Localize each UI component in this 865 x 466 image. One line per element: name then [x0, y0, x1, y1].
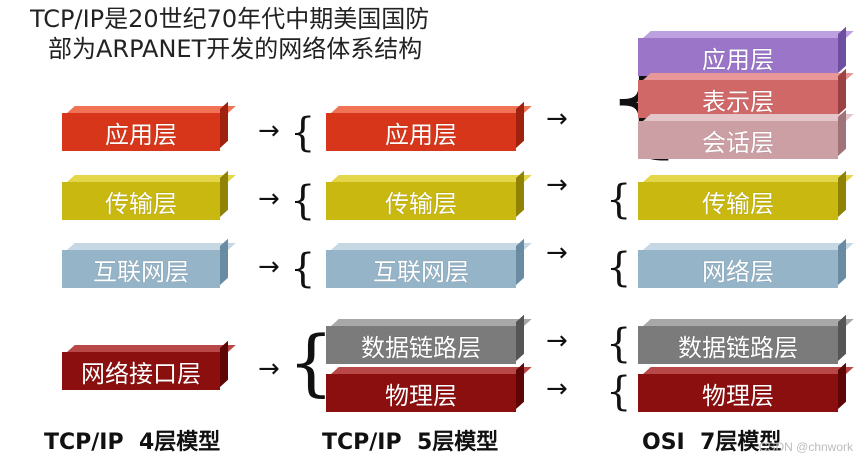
tcpip5-internet-layer: 互联网层: [326, 250, 516, 288]
tcpip4-network-interface-layer: 网络接口层: [62, 352, 220, 390]
brace-icon: {: [290, 246, 316, 292]
diagram-title: TCP/IP是20世纪70年代中期美国国防 部为ARPANET开发的网络体系结构: [30, 4, 429, 64]
brace-icon: {: [606, 245, 632, 291]
brace-icon: {: [606, 369, 632, 415]
osi-network-layer: 网络层: [638, 250, 838, 288]
tcpip4-transport-layer: 传输层: [62, 182, 220, 220]
brace-icon: {: [606, 177, 632, 223]
osi-presentation-layer: 表示层: [638, 80, 838, 118]
tcpip4-application-layer: 应用层: [62, 113, 220, 151]
osi-model-label: OSI 7层模型: [642, 430, 782, 455]
osi-session-layer: 会话层: [638, 121, 838, 159]
arrow-right-icon: →: [258, 354, 280, 384]
arrow-right-icon: →: [258, 252, 280, 282]
tcpip5-application-layer: 应用层: [326, 113, 516, 151]
osi-transport-layer: 传输层: [638, 182, 838, 220]
arrow-right-icon: →: [546, 104, 568, 134]
watermark: CSDN @chnwork: [758, 440, 853, 454]
arrow-right-icon: →: [258, 116, 280, 146]
arrow-right-icon: →: [258, 184, 280, 214]
brace-icon: {: [290, 110, 316, 156]
arrow-right-icon: →: [546, 326, 568, 356]
title-line-2: 部为ARPANET开发的网络体系结构: [48, 35, 423, 63]
brace-icon: {: [606, 321, 632, 367]
arrow-right-icon: →: [546, 170, 568, 200]
tcpip5-datalink-layer: 数据链路层: [326, 326, 516, 364]
arrow-right-icon: →: [546, 238, 568, 268]
tcpip4-model-label: TCP/IP 4层模型: [44, 430, 221, 455]
osi-application-layer: 应用层: [638, 38, 838, 76]
tcpip5-transport-layer: 传输层: [326, 182, 516, 220]
tcpip5-model-label: TCP/IP 5层模型: [322, 430, 499, 455]
tcpip4-internet-layer: 互联网层: [62, 250, 220, 288]
osi-physical-layer: 物理层: [638, 374, 838, 412]
arrow-right-icon: →: [546, 374, 568, 404]
title-line-1: TCP/IP是20世纪70年代中期美国国防: [30, 5, 430, 33]
osi-datalink-layer: 数据链路层: [638, 326, 838, 364]
tcpip5-physical-layer: 物理层: [326, 374, 516, 412]
brace-icon: {: [290, 178, 316, 224]
